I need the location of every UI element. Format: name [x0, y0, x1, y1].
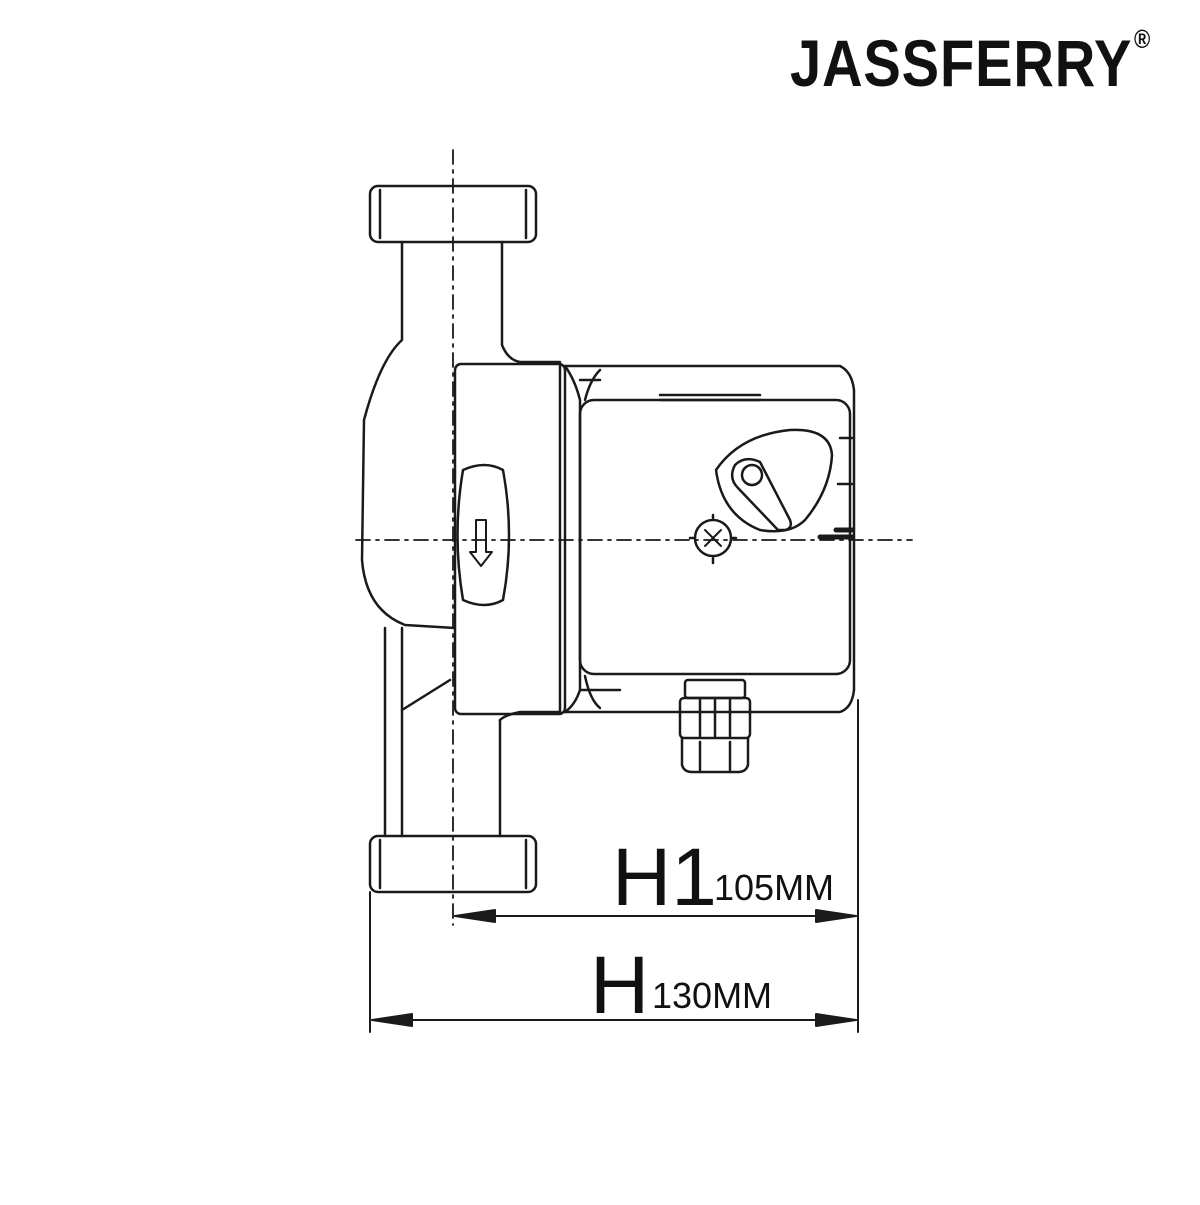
registered-mark: ®: [1133, 24, 1152, 54]
pump-neck-upper: [500, 240, 562, 364]
h1-letter: H1: [612, 832, 717, 923]
brand-name: JASSFERRY: [790, 26, 1133, 100]
motor-front-plate: [453, 362, 582, 716]
speed-selector-knob-icon: [714, 428, 834, 533]
brand-logo: JASSFERRY®: [790, 26, 1151, 96]
h-letter: H: [590, 940, 649, 1031]
flow-arrow-window: [456, 463, 511, 607]
dimension-labels: H1 105MM H 130MM: [590, 832, 834, 1031]
pipe-body: [360, 184, 562, 894]
pump-casing-left: [360, 240, 457, 630]
bottom-flange-nut: [368, 834, 538, 894]
vent-screw-icon: [688, 513, 738, 565]
center-lines: [355, 149, 913, 926]
cable-gland: [678, 678, 752, 774]
h1-value: 105MM: [714, 867, 834, 908]
dimension-lines: [369, 699, 859, 1033]
h-value: 130MM: [652, 975, 772, 1016]
motor-housing: [563, 364, 856, 714]
flow-arrow-icon: [469, 519, 493, 567]
